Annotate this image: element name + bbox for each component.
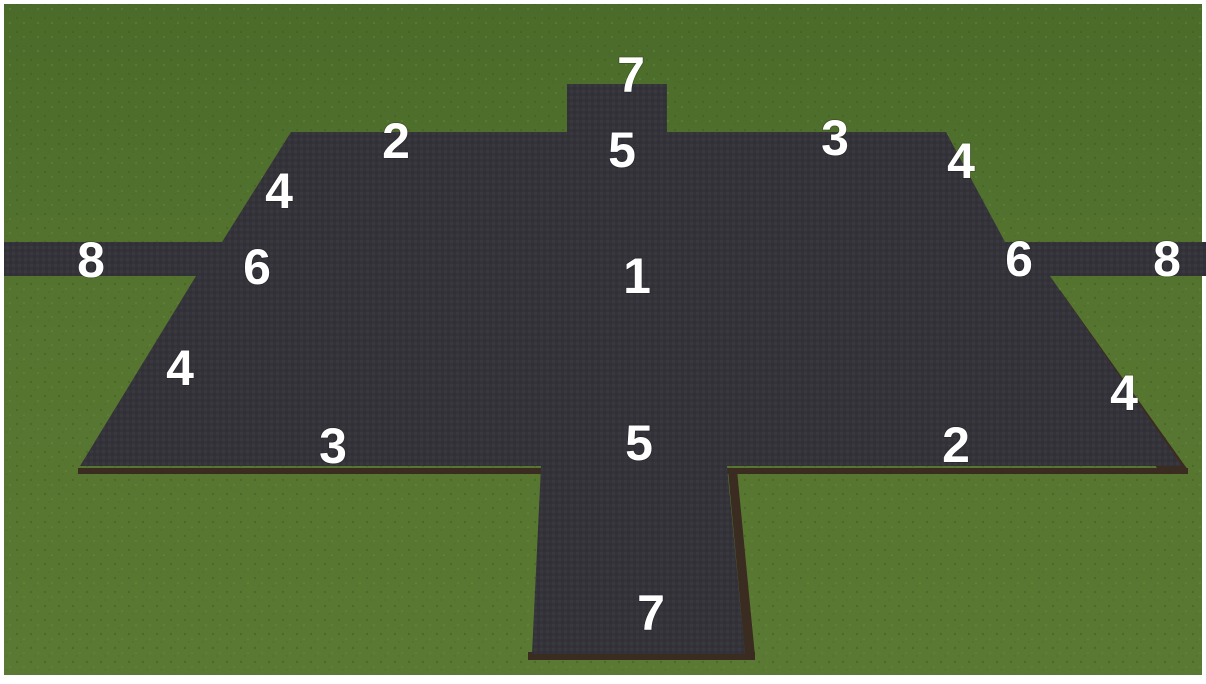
label-bottom-left-edge: 3 [319, 418, 347, 474]
label-left-arm: 8 [77, 232, 105, 288]
label-right-arm: 8 [1153, 231, 1181, 287]
label-bottom-stub: 7 [637, 585, 665, 641]
label-top-stub: 7 [617, 47, 645, 103]
label-lower-left-corner: 4 [166, 340, 194, 396]
label-upper-right-corner: 4 [947, 133, 975, 189]
label-right-junction: 6 [1005, 231, 1033, 287]
label-lower-right-corner: 4 [1110, 365, 1138, 421]
label-bottom-center: 5 [625, 415, 653, 471]
label-upper-left-corner: 4 [265, 163, 293, 219]
label-top-center: 5 [608, 122, 636, 178]
label-center: 1 [623, 248, 651, 304]
label-bottom-right-edge: 2 [942, 417, 970, 473]
label-top-right-edge: 3 [821, 110, 849, 166]
label-left-junction: 6 [243, 239, 271, 295]
label-top-left-edge: 2 [382, 113, 410, 169]
